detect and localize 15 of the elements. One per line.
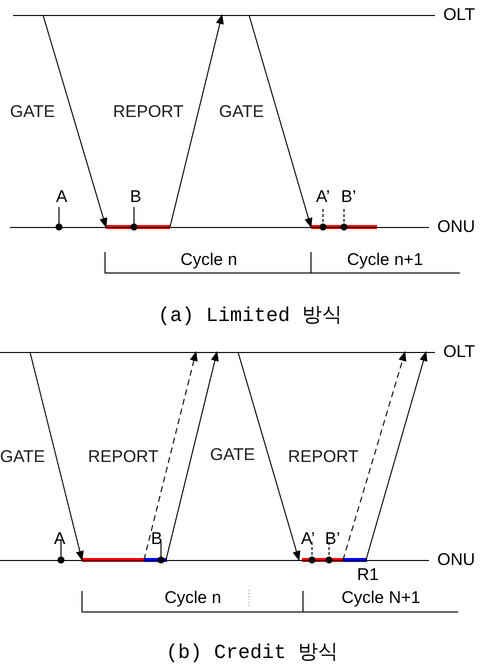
caption: (a) Limited 방식 bbox=[158, 306, 342, 328]
point-label: B’ bbox=[341, 188, 356, 206]
point-label: A bbox=[54, 530, 66, 548]
cycle-label: Cycle n bbox=[180, 251, 238, 269]
cycle-label: Cycle n+1 bbox=[347, 251, 424, 269]
cycle-label: Cycle N+1 bbox=[342, 589, 420, 607]
caption: (b) Credit 방식 bbox=[166, 643, 338, 665]
point-label: R1 bbox=[357, 566, 379, 584]
point-label: A’ bbox=[301, 530, 315, 548]
point-label: B bbox=[151, 530, 162, 548]
point-label: B’ bbox=[325, 530, 340, 548]
point-label: B bbox=[130, 188, 142, 206]
point-label: A’ bbox=[316, 188, 330, 206]
cycle-label: Cycle n bbox=[164, 589, 222, 607]
point-label: A bbox=[56, 188, 68, 206]
